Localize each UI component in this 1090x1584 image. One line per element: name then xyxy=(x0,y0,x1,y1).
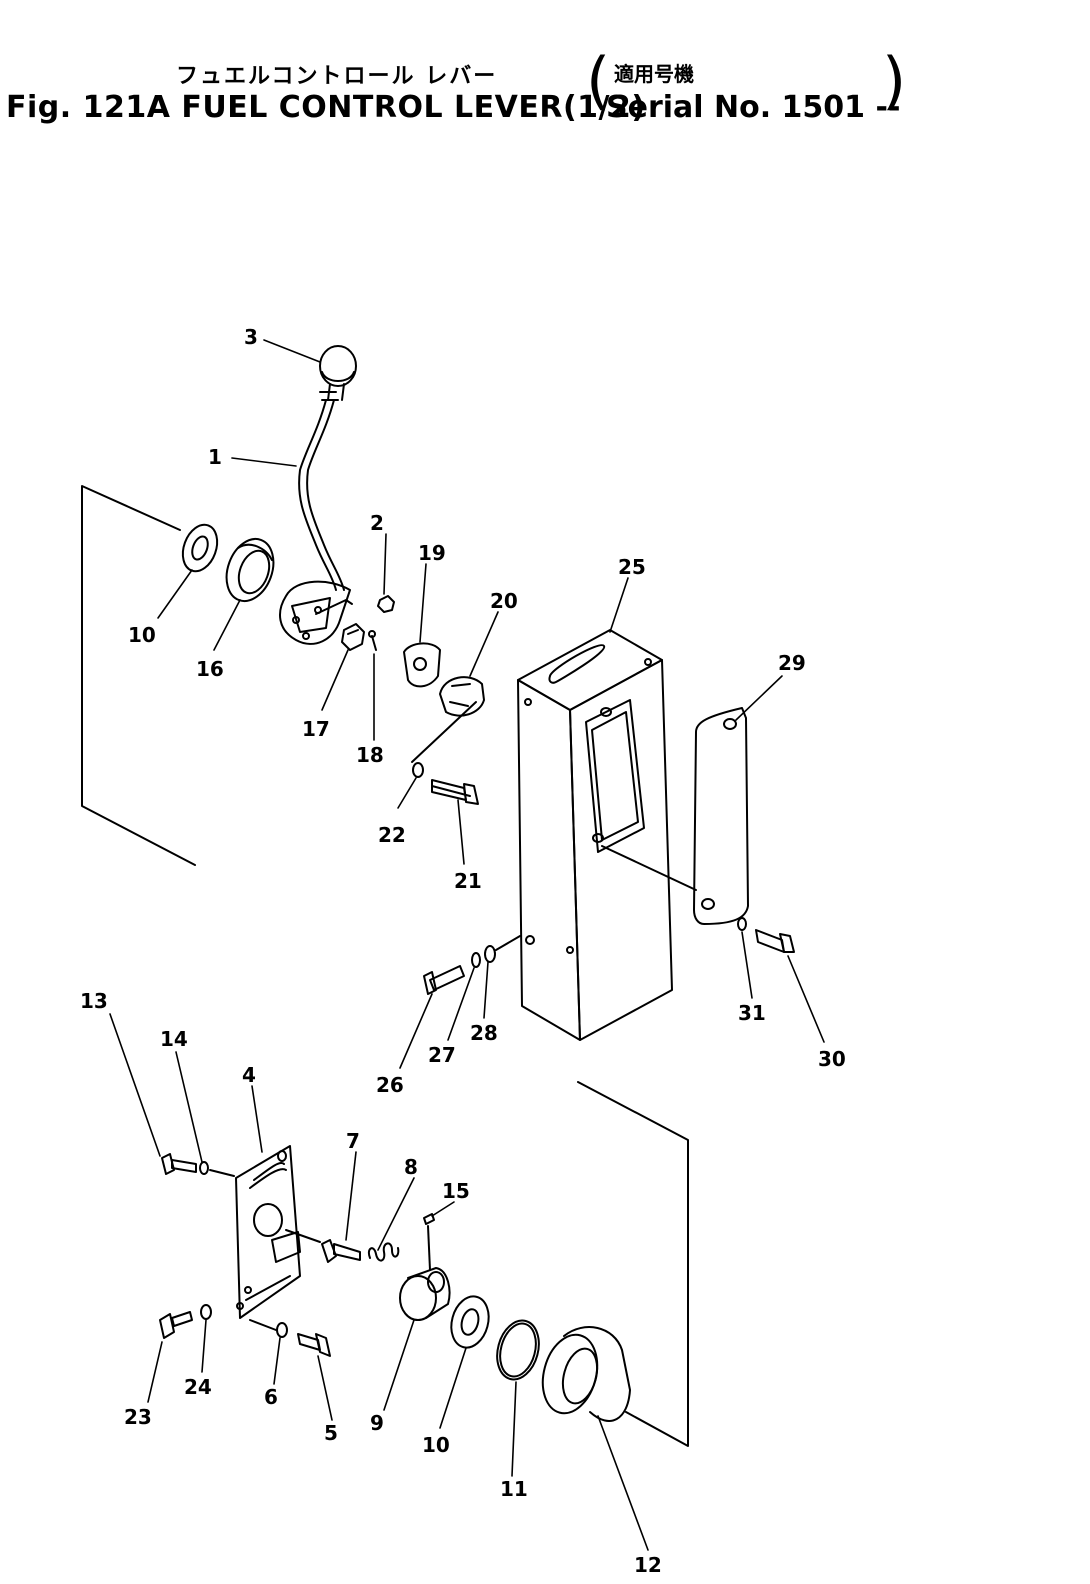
washer-10-lower-part xyxy=(450,1295,490,1349)
serial-number: Serial No. 1501 -- xyxy=(606,90,901,125)
callout-23: 23 xyxy=(124,1405,152,1429)
callout-19: 19 xyxy=(418,541,446,565)
callout-11: 11 xyxy=(500,1477,528,1501)
lever-plate-part xyxy=(279,580,353,645)
callout-4: 4 xyxy=(242,1063,256,1087)
control-lever-part xyxy=(298,391,345,591)
callout-28: 28 xyxy=(470,1021,498,1045)
plate-19-part xyxy=(403,642,441,688)
housing-box-25-part xyxy=(517,629,673,1041)
washer-10-upper-part xyxy=(181,523,219,573)
callout-5: 5 xyxy=(324,1421,338,1445)
callout-24: 24 xyxy=(184,1375,212,1399)
callout-31: 31 xyxy=(738,1001,766,1025)
pin-18-part xyxy=(368,630,377,651)
callout-2: 2 xyxy=(370,511,384,535)
callout-29: 29 xyxy=(778,651,806,675)
nut-17-part xyxy=(341,623,365,651)
callout-20: 20 xyxy=(490,589,518,613)
washer-27-part xyxy=(471,952,481,968)
washer-22-part xyxy=(412,762,424,778)
knob-part xyxy=(319,345,357,401)
callout-25: 25 xyxy=(618,555,646,579)
bracket-4-part xyxy=(235,1145,301,1331)
callout-10-upper: 10 xyxy=(128,623,156,647)
cover-29-part xyxy=(601,707,749,925)
washer-31-part xyxy=(737,917,747,931)
callout-labels: 3 1 2 19 20 25 29 10 16 17 18 22 21 26 2… xyxy=(80,325,846,1577)
nut-2-part xyxy=(377,595,395,613)
serial-label-japanese: 適用号機 xyxy=(614,62,694,86)
leader-lines xyxy=(109,339,825,1551)
callout-1: 1 xyxy=(208,445,222,469)
washer-14-part xyxy=(199,1161,235,1177)
bolt-21-part xyxy=(431,779,479,805)
callout-10-lower: 10 xyxy=(422,1433,450,1457)
seal-16-part xyxy=(225,538,275,602)
bolt-5-part xyxy=(297,1333,331,1357)
callout-15: 15 xyxy=(442,1179,470,1203)
callout-9: 9 xyxy=(370,1411,384,1435)
bolt-26-part xyxy=(423,965,465,995)
callout-16: 16 xyxy=(196,657,224,681)
lower-panel-lines xyxy=(577,1081,689,1447)
upper-panel-lines xyxy=(81,485,196,866)
callout-6: 6 xyxy=(264,1385,278,1409)
cam-20-part xyxy=(411,676,485,763)
callout-13: 13 xyxy=(80,989,108,1013)
bolt-30-part xyxy=(755,929,795,953)
figure-title: Fig. 121A FUEL CONTROL LEVER(1/2) xyxy=(6,90,646,125)
callout-14: 14 xyxy=(160,1027,188,1051)
callout-7: 7 xyxy=(346,1129,360,1153)
open-paren: ( xyxy=(586,44,611,117)
callout-17: 17 xyxy=(302,717,330,741)
pin-15-part xyxy=(423,1213,435,1271)
housing-12-part xyxy=(541,1326,631,1422)
hub-9-part xyxy=(399,1267,451,1321)
callout-30: 30 xyxy=(818,1047,846,1071)
callout-8: 8 xyxy=(404,1155,418,1179)
washer-24-part xyxy=(200,1304,212,1320)
spring-8-part xyxy=(367,1242,400,1262)
washer-28-part xyxy=(484,935,521,963)
callout-26: 26 xyxy=(376,1073,404,1097)
bolt-13-part xyxy=(161,1153,197,1175)
o-ring-11-part xyxy=(496,1319,540,1381)
close-paren: ) xyxy=(882,44,907,117)
callout-3: 3 xyxy=(244,325,258,349)
callout-18: 18 xyxy=(356,743,384,767)
callout-12: 12 xyxy=(634,1553,662,1577)
callout-21: 21 xyxy=(454,869,482,893)
bolt-23-part xyxy=(159,1311,193,1339)
washer-6-part xyxy=(276,1322,288,1338)
title-japanese: フュエルコントロール レバー xyxy=(176,64,498,89)
callout-22: 22 xyxy=(378,823,406,847)
callout-27: 27 xyxy=(428,1043,456,1067)
bolt-7-part xyxy=(285,1229,361,1263)
